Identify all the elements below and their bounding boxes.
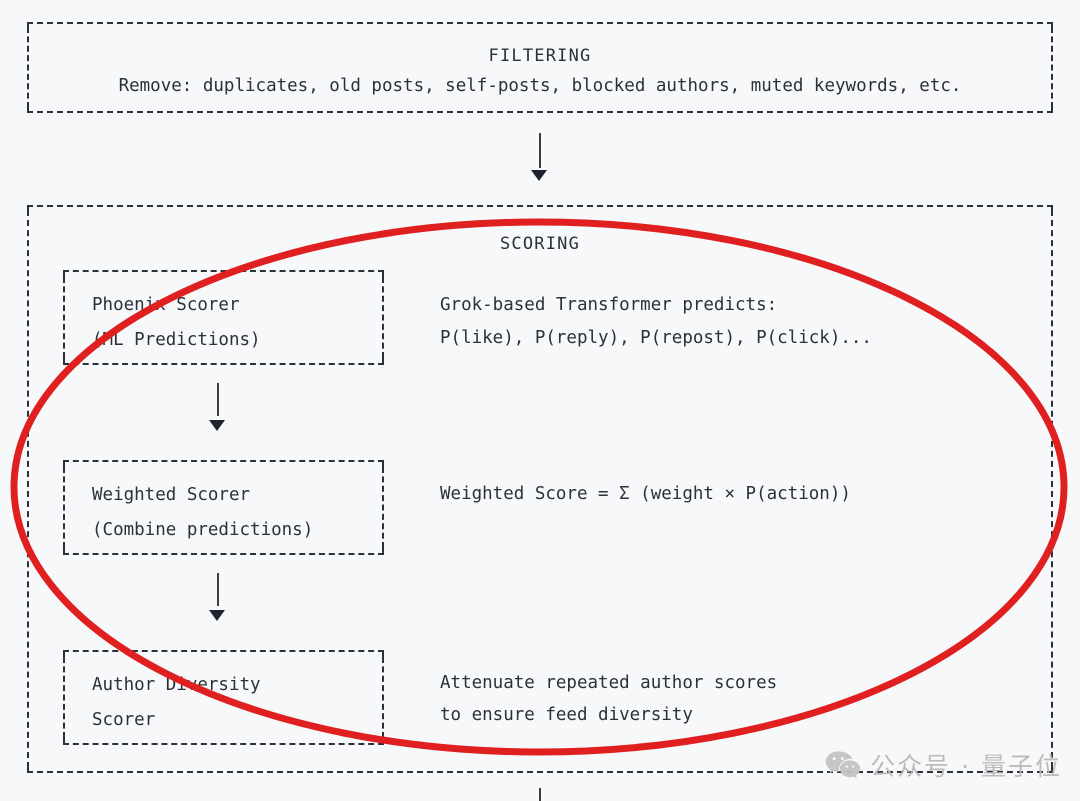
box-corner-bottom-left [63, 356, 65, 365]
box-corner-bottom-left [63, 736, 65, 745]
author-diversity-scorer-label-line2: Scorer [92, 710, 156, 730]
box-border-right [1051, 210, 1053, 768]
phoenix-scorer-label-line2: (ML Predictions) [92, 330, 261, 350]
author-diversity-description-line2: to ensure feed diversity [440, 705, 693, 725]
phoenix-scorer-description-line1: Grok-based Transformer predicts: [440, 295, 778, 315]
box-corner-top-right [1051, 22, 1053, 31]
weighted-scorer-box: Weighted Scorer (Combine predictions) [63, 460, 384, 555]
box-corner-bottom-left [27, 104, 29, 113]
box-corner-top-right [1051, 205, 1053, 214]
connector-filtering-to-scoring-line [539, 133, 541, 168]
box-corner-bottom-left [63, 546, 65, 555]
box-corner-top-right [382, 460, 384, 469]
wechat-icon [825, 751, 861, 779]
box-border-right [1051, 27, 1053, 108]
scoring-title: SCORING [499, 234, 581, 254]
box-corner-bottom-right [382, 736, 384, 745]
box-border-bottom [27, 111, 1053, 113]
box-border-bottom [63, 553, 384, 555]
author-diversity-description-line1: Attenuate repeated author scores [440, 673, 778, 693]
box-border-bottom [63, 363, 384, 365]
box-corner-top-left [63, 460, 65, 469]
box-border-left [27, 210, 29, 768]
box-border-top [63, 270, 384, 272]
box-corner-bottom-right [382, 356, 384, 365]
author-diversity-scorer-box: Author Diversity Scorer [63, 650, 384, 745]
author-diversity-scorer-label-line1: Author Diversity [92, 675, 261, 695]
connector-phoenix-to-weighted-arrow [209, 420, 225, 431]
box-border-left [27, 27, 29, 108]
watermark-text: 公众号 · 量子位 [870, 752, 1062, 781]
filtering-stage-box: FILTERING Remove: duplicates, old posts,… [27, 22, 1053, 113]
phoenix-scorer-description-line2: P(like), P(reply), P(repost), P(click)..… [440, 328, 872, 348]
box-corner-bottom-right [382, 546, 384, 555]
box-corner-top-right [382, 650, 384, 659]
weighted-scorer-label-line2: (Combine predictions) [92, 520, 314, 540]
box-corner-top-left [27, 22, 29, 31]
box-border-top [63, 460, 384, 462]
weighted-scorer-formula: Weighted Score = Σ (weight × P(action)) [440, 484, 851, 504]
box-corner-top-left [63, 650, 65, 659]
connector-filtering-to-scoring-arrow [531, 170, 547, 181]
box-border-top [27, 22, 1053, 24]
box-border-bottom [63, 743, 384, 745]
box-border-bottom [27, 771, 1053, 773]
phoenix-scorer-label-line1: Phoenix Scorer [92, 295, 240, 315]
box-border-top [63, 650, 384, 652]
box-border-left [63, 277, 65, 358]
weighted-scorer-label-line1: Weighted Scorer [92, 485, 251, 505]
box-border-right [382, 657, 384, 738]
connector-scoring-to-next-line [539, 788, 541, 801]
box-corner-bottom-left [27, 764, 29, 773]
box-corner-bottom-right [1051, 104, 1053, 113]
box-corner-top-right [382, 270, 384, 279]
box-border-right [382, 467, 384, 548]
connector-phoenix-to-weighted-line [217, 383, 219, 416]
box-corner-top-left [63, 270, 65, 279]
filtering-title: FILTERING [488, 46, 592, 66]
connector-weighted-to-diversity-arrow [209, 610, 225, 621]
box-border-left [63, 467, 65, 548]
box-border-top [27, 205, 1053, 207]
phoenix-scorer-box: Phoenix Scorer (ML Predictions) [63, 270, 384, 365]
box-border-right [382, 277, 384, 358]
box-corner-bottom-right [1051, 764, 1053, 773]
filtering-subtitle: Remove: duplicates, old posts, self-post… [118, 76, 962, 96]
box-corner-top-left [27, 205, 29, 214]
connector-weighted-to-diversity-line [217, 573, 219, 606]
watermark: 公众号 · 量子位 [825, 747, 1062, 783]
box-border-left [63, 657, 65, 738]
